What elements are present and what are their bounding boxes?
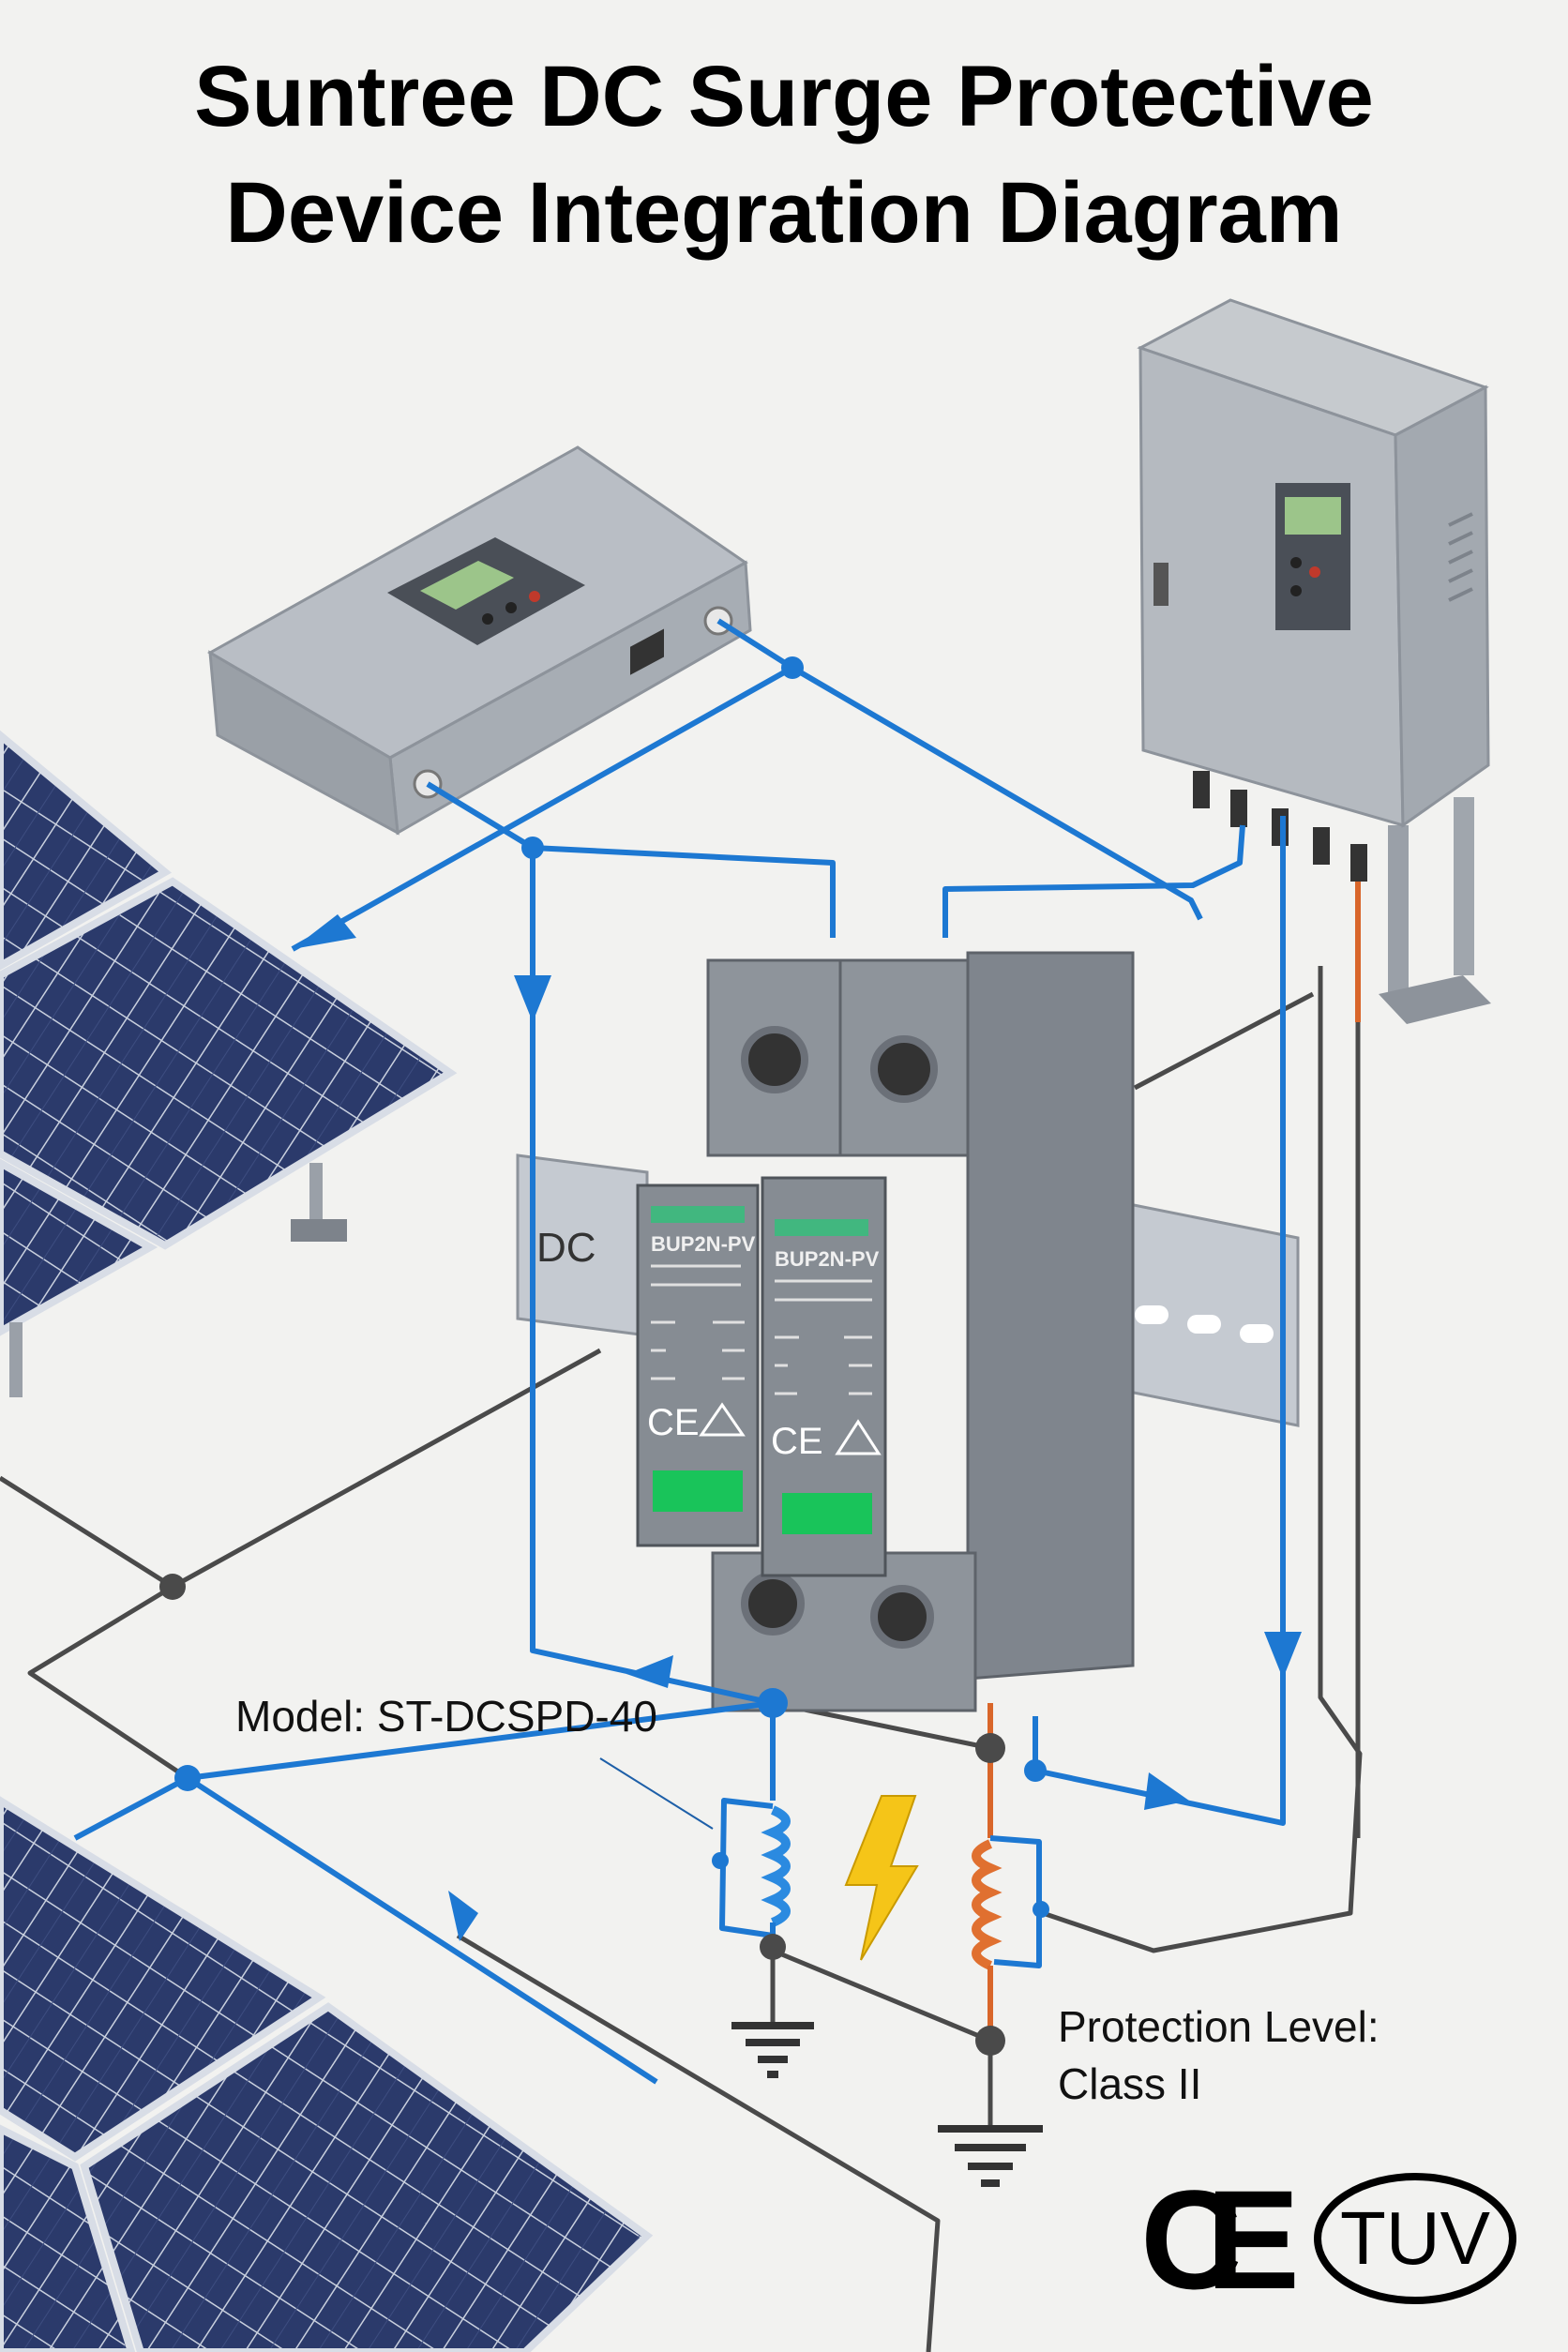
- spd-module-1: BUP2N-PV CE: [636, 1184, 760, 1547]
- arrow-icon: [448, 1891, 478, 1941]
- ground-symbol-2: [938, 2125, 1043, 2187]
- arrow-icon: [293, 914, 356, 949]
- warning-triangle-icon: [699, 1402, 746, 1437]
- certification-logos: CE TUV: [1140, 2161, 1516, 2318]
- surge-protective-device: BUP2N-PV CE BUP2N-PV CE: [636, 951, 1135, 1712]
- arrow-icon: [514, 975, 551, 1022]
- spd-module-2-label: BUP2N-PV: [775, 1247, 880, 1271]
- tuv-badge-outline: [1314, 2173, 1516, 2304]
- controller-lcd: [420, 561, 514, 610]
- model-leader-line: [599, 1757, 714, 1830]
- ce-mark-icon: CE: [1140, 2161, 1300, 2318]
- status-indicator-2: [782, 1493, 872, 1534]
- arrow-icon: [1264, 1632, 1302, 1679]
- terminal-bottom-1: [741, 1572, 805, 1636]
- terminal-top-2: [870, 1035, 938, 1103]
- warning-triangle-icon: [835, 1419, 882, 1455]
- status-indicator-1: [653, 1470, 743, 1512]
- protection-level-label: Protection Level:: [1058, 2002, 1380, 2051]
- solar-array-bottom: [0, 1796, 654, 2352]
- din-rail-marking: DC: [536, 1225, 596, 1271]
- solar-array-top: [0, 730, 458, 1397]
- arrow-icon: [1144, 1772, 1189, 1810]
- ground-symbol-1: [731, 2022, 814, 2078]
- varistor-coil-orange: [972, 1839, 1003, 1970]
- varistor-coil-blue: [761, 1805, 791, 1927]
- arrow-icon: [626, 1655, 673, 1688]
- protection-class-label: Class II: [1058, 2059, 1201, 2108]
- model-label: Model: ST-DCSPD-40: [235, 1692, 657, 1741]
- title-line-2: Device Integration Diagram: [225, 165, 1342, 261]
- spd-schematic: [599, 1703, 1049, 2187]
- charge-controller: [206, 445, 752, 836]
- lightning-icon: [844, 1795, 919, 1961]
- dc-wires: [73, 618, 1361, 2085]
- inverter-lcd: [1285, 497, 1341, 535]
- din-rail: DC: [516, 1153, 1300, 1427]
- spd-module-2-ce-icon: CE: [771, 1421, 823, 1462]
- title-line-1: Suntree DC Surge Protective: [194, 49, 1374, 144]
- spd-module-1-label: BUP2N-PV: [651, 1232, 756, 1256]
- spd-module-1-ce-icon: CE: [647, 1402, 700, 1443]
- spd-module-2: BUP2N-PV CE: [761, 1176, 887, 1577]
- terminal-bottom-2: [870, 1585, 934, 1649]
- inverter-cabinet: [1137, 298, 1491, 1024]
- terminal-top-1: [741, 1026, 808, 1093]
- tuv-mark-icon: TUV: [1340, 2196, 1491, 2280]
